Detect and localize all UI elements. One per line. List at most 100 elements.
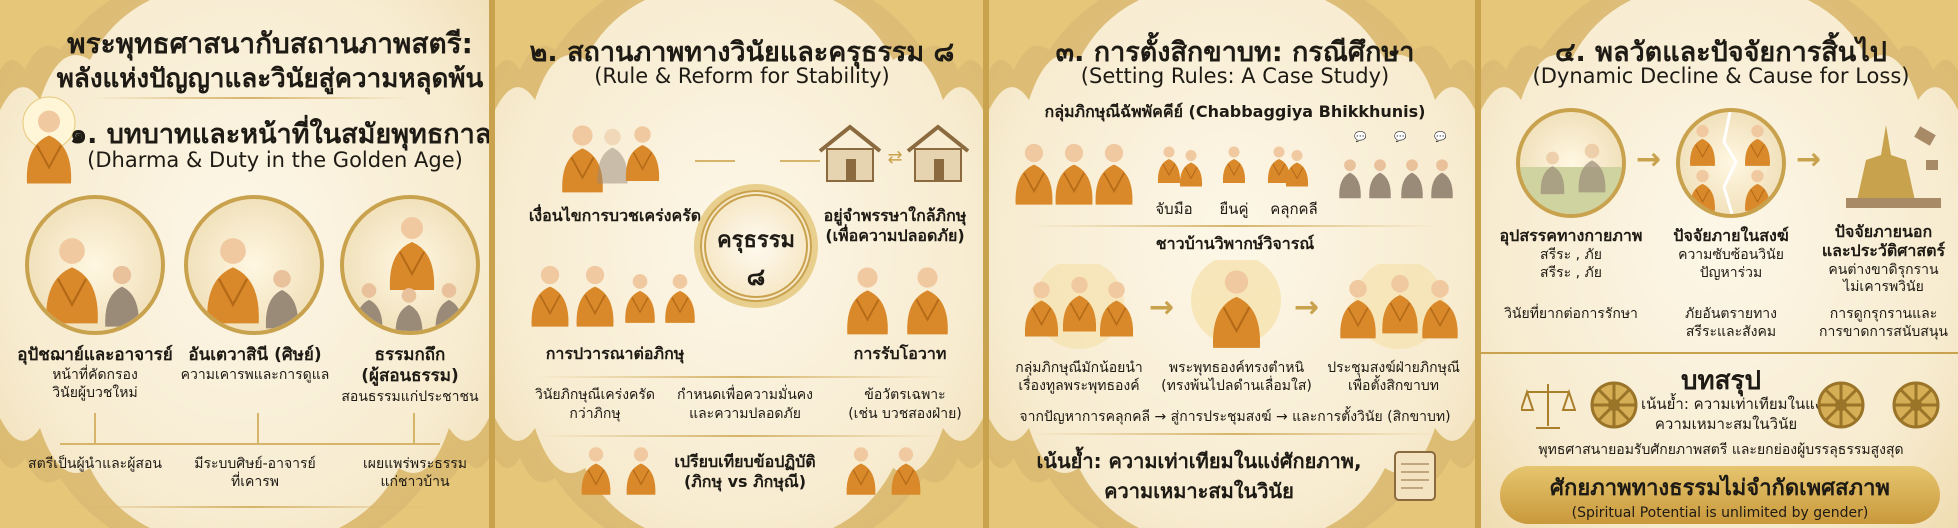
panel-case-study: ๓. การตั้งสิกขาบท: กรณีศึกษา (Setting Ru…	[986, 0, 1478, 528]
note: วินัยภิกษุณีเคร่งครัด	[534, 387, 656, 403]
outcome: เผยแพร่พระธรรม	[362, 456, 468, 472]
factor-result: ภัยอันตรายทาง	[1684, 306, 1777, 322]
step1-illustration	[1023, 264, 1135, 349]
houses-illustration: ⇄	[818, 125, 970, 183]
conclusion-text: ความเหมาะสมในวินัย	[1654, 415, 1798, 433]
role-name: ธรรมกถึก	[374, 345, 446, 365]
internal-conflict-illustration	[1676, 108, 1786, 218]
conclusion-text: เน้นย้ำ: ความเท่าเทียมในแง่	[1641, 395, 1823, 413]
factor-title: และประวัติศาสตร์	[1821, 241, 1946, 260]
behavior-label: ยืนคู่	[1219, 200, 1249, 218]
svg-text:💬: 💬	[1394, 130, 1407, 143]
factor-line: คนต่างขาดิรุกราน	[1828, 262, 1939, 278]
ruined-temple-illustration	[1846, 125, 1941, 208]
factor-result: การดูกรุกรานและ	[1829, 306, 1938, 322]
critique-heading: ชาวบ้านวิพากษ์วิจารณ์	[1155, 234, 1315, 253]
conclusion-statement: พุทธศาสนายอมรับศักยภาพสตรี และยกย่องผู้บ…	[1538, 442, 1904, 458]
note: กำหนดเพื่อความมั่นคง	[677, 387, 813, 403]
physical-obstacle-illustration	[1516, 108, 1626, 218]
conclusion-title: บทสรุป	[1681, 366, 1761, 396]
note: กว่าภิกษุ	[569, 406, 621, 422]
role-illustration-preceptor	[25, 195, 165, 335]
section-title: ๔. พลวัตและปัจจัยการสิ้นไป	[1555, 37, 1887, 68]
emphasis-line2: ความเหมาะสมในวินัย	[1104, 479, 1294, 503]
section-subtitle: (Rule & Reform for Stability)	[594, 64, 890, 88]
arrow-right-icon: →	[1149, 290, 1175, 325]
compare-title: เปรียบเทียบข้อปฏิบัติ	[674, 452, 816, 471]
item-ovada: การรับโอวาท	[853, 344, 947, 363]
svg-text:⇄: ⇄	[887, 147, 902, 168]
panel-decline: ๔. พลวัตและปัจจัยการสิ้นไป (Dynamic Decl…	[1478, 0, 1958, 528]
section-subtitle: (Setting Rules: A Case Study)	[1080, 64, 1390, 88]
step-text: กลุ่มภิกษุณีมักน้อยนำ	[1015, 360, 1143, 376]
role-desc: หน้าที่คัดกรอง	[52, 367, 138, 383]
role-illustration-student	[184, 195, 324, 335]
step-text: (ทรงพ้นไปลดำนเลื่อมใส)	[1161, 378, 1312, 394]
nuns-group-illustration	[1014, 142, 1134, 206]
panel-rules-reform: ๒. สถานภาพทางวินัยและครุธรรม ๘ (Rule & R…	[492, 0, 986, 528]
role-illustration-preacher	[340, 195, 480, 335]
factor-line: ความซับซ้อนวินัย	[1678, 247, 1784, 263]
factor-line: สรีระ , ภัย	[1540, 247, 1602, 263]
badge-number: ๘	[746, 263, 766, 291]
emphasis-line1: เน้นย้ำ: ความเท่าเทียมในแง่ศักยภาพ,	[1036, 449, 1362, 473]
outcome: แก่ชาวบ้าน	[380, 474, 450, 490]
note: และความปลอดภัย	[689, 406, 801, 422]
factor-line: สรีระ , ภัย	[1540, 265, 1602, 281]
role-desc: ความเคารพและการดูแล	[180, 367, 330, 383]
pavarana-illustration	[530, 264, 696, 328]
dharma-wheel-icon	[1589, 380, 1639, 430]
buddha-figure-icon	[22, 96, 76, 185]
dharma-wheel-icon	[1891, 380, 1941, 430]
dharma-wheel-icon	[1816, 380, 1866, 430]
group-heading: กลุ่มภิกษุณีฉัพพัคคีย์ (Chabbaggiya Bhik…	[1044, 102, 1426, 121]
scales-icon	[1521, 384, 1576, 429]
factor-line: ปัญหาร่วม	[1699, 265, 1763, 281]
factor-title: ปัจจัยภายนอก	[1834, 222, 1933, 241]
buddha-illustration	[1191, 260, 1281, 349]
section-title: ๓. การตั้งสิกขาบท: กรณีศึกษา	[1055, 37, 1415, 68]
behavior-label: จับมือ	[1155, 200, 1193, 218]
badge-label: ครุธรรม	[716, 228, 796, 253]
arrow-right-icon: →	[1636, 142, 1662, 177]
arrow-right-icon: →	[1294, 290, 1320, 325]
factor-line: ไม่เคารพวินัย	[1843, 279, 1924, 295]
behavior-illustrations	[1157, 145, 1309, 188]
step-text: เรื่องทูลพระพุทธองค์	[1018, 378, 1140, 394]
section-title: ๑. บทบาทและหน้าที่ในสมัยพุทธกาล	[70, 119, 492, 150]
monks-portrait-icon	[580, 446, 657, 496]
role-name: อุปัชฌาย์และอาจารย์	[17, 345, 173, 365]
item-retreat: อยู่จำพรรษาใกล้ภิกษุ	[823, 206, 967, 225]
item-ordination: เงื่อนไขการบวชเคร่งครัด	[528, 206, 702, 225]
item-pavarana: การปวารณาต่อภิกษุ	[545, 344, 685, 363]
ornament-icon	[0, 418, 150, 528]
closing-banner: ศักยภาพทางธรรมไม่จำกัดเพศสภาพ (Spiritual…	[1500, 466, 1940, 524]
arrow-right-icon: →	[1796, 142, 1822, 177]
ovada-illustration	[846, 266, 949, 336]
factor-title: อุปสรรคทางกายภาพ	[1499, 226, 1643, 245]
svg-text:💬: 💬	[1434, 130, 1447, 143]
garudhamma-badge: ครุธรรม ๘	[700, 190, 812, 302]
outcome: ที่เคารพ	[231, 474, 279, 490]
villagers-illustration: 💬 💬 💬	[1339, 130, 1453, 199]
step-text: พระพุทธองค์ทรงตำหนิ	[1168, 360, 1305, 376]
ordination-illustration	[561, 124, 661, 194]
item-retreat-note: (เพื่อความปลอดภัย)	[825, 226, 965, 245]
factor-result: สรีระและสังคม	[1685, 324, 1777, 340]
factor-result: วินัยที่ยากต่อการรักษา	[1504, 306, 1638, 322]
step3-illustration	[1339, 264, 1459, 349]
role-desc: วินัยผู้บวชใหม่	[52, 385, 138, 401]
role-name-sub: (ผู้สอนธรรม)	[361, 366, 459, 386]
outcome: มีระบบศิษย์-อาจารย์	[194, 456, 316, 472]
main-title-line1: พระพุทธศาสนากับสถานภาพสตรี:	[67, 27, 473, 60]
outcome: สตรีเป็นผู้นำและผู้สอน	[28, 456, 162, 472]
step-text: ประชุมสงฆ์ฝ่ายภิกษุณี	[1327, 360, 1460, 376]
section-subtitle: (Dynamic Decline & Cause for Loss)	[1532, 64, 1910, 88]
step-text: เพื่อตั้งสิกขาบท	[1348, 378, 1439, 394]
role-desc: สอนธรรมแก่ประชาชน	[341, 389, 479, 405]
factor-title: ปัจจัยภายในสงฆ์	[1673, 226, 1789, 245]
svg-text:💬: 💬	[1354, 130, 1367, 143]
nuns-portrait-icon	[845, 446, 922, 496]
compare-sub: (ภิกษุ vs ภิกษุณี)	[683, 472, 807, 491]
note: ข้อวัตรเฉพาะ	[864, 387, 946, 403]
